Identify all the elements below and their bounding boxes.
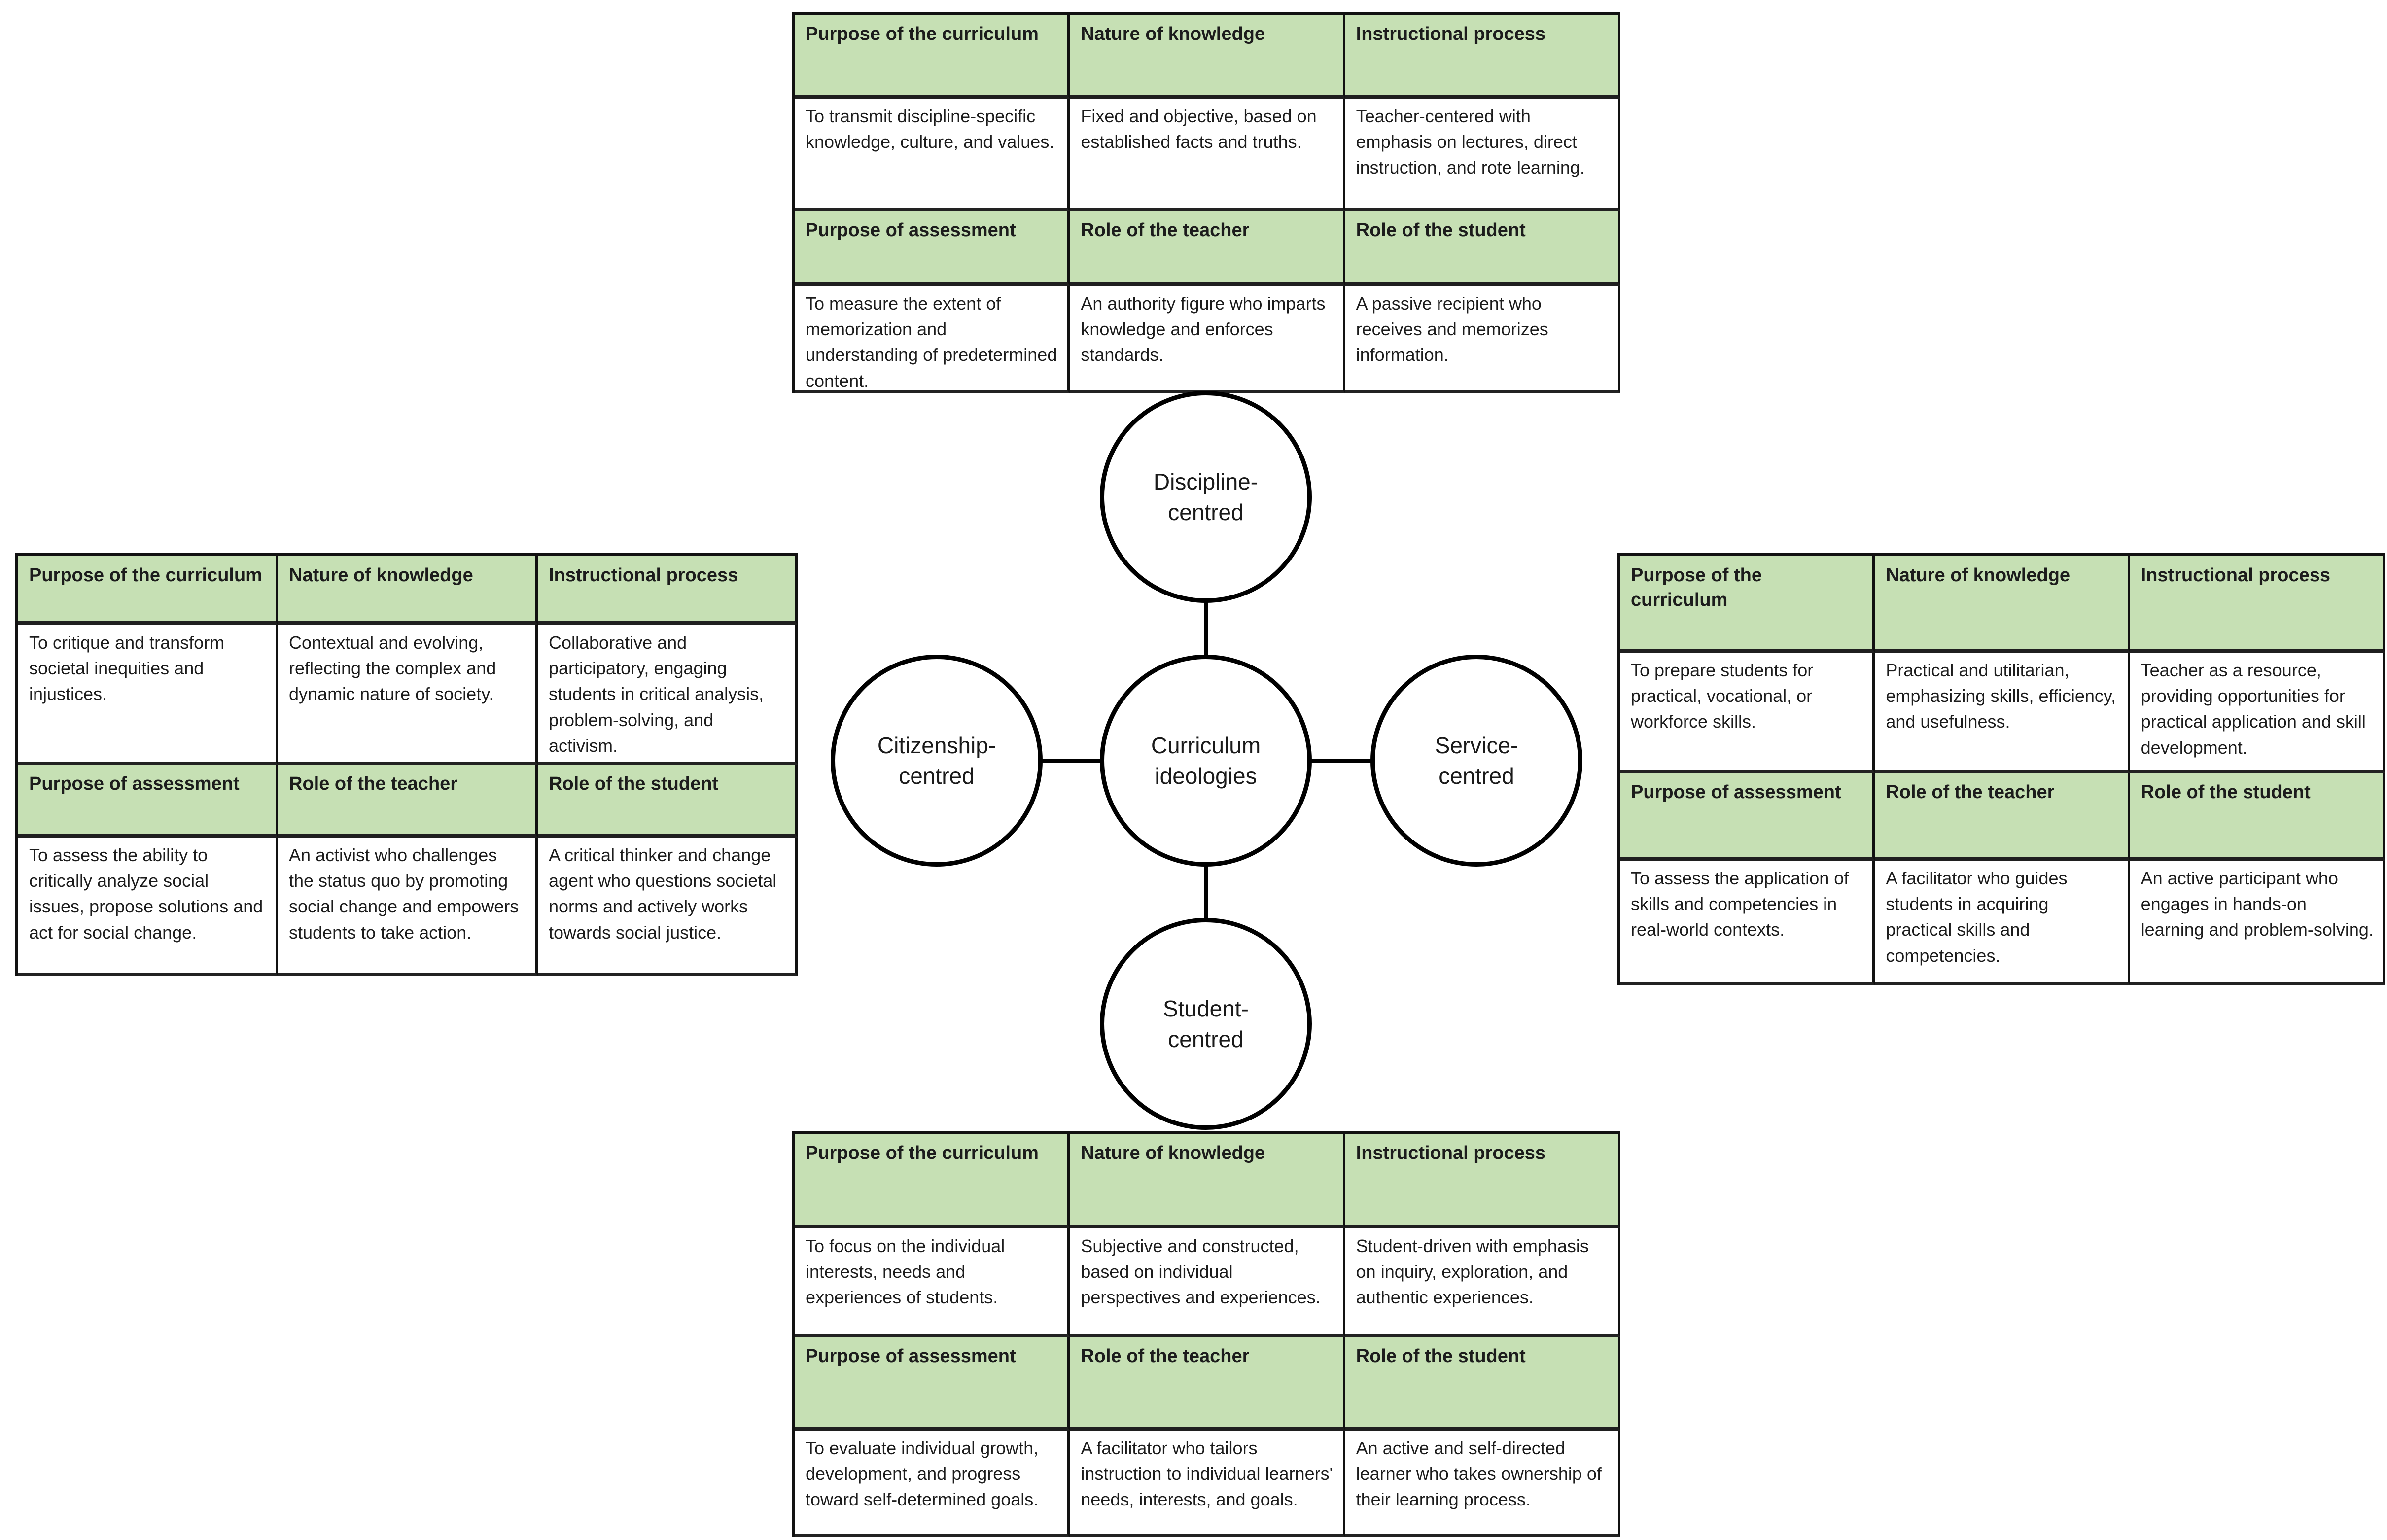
header-role-of-teacher: Role of the teacher (1875, 773, 2130, 861)
cell-student-instructional-process: Student-driven with emphasis on inquiry,… (1345, 1228, 1620, 1337)
table-service: Purpose of the curriculum Nature of know… (1617, 553, 2385, 985)
cell-service-purpose-curriculum: To prepare students for practical, vocat… (1620, 653, 1875, 773)
node-label: Student-centred (1163, 995, 1249, 1052)
table-discipline: Purpose of the curriculum Nature of know… (792, 12, 1620, 393)
node-label: Curriculum ideologies (1151, 732, 1261, 789)
cell-citizenship-instructional-process: Collaborative and participatory, engagin… (538, 625, 798, 765)
header-role-of-teacher: Role of the teacher (1070, 1337, 1345, 1431)
cell-service-role-student: An active participant who engages in han… (2130, 861, 2385, 985)
cell-student-nature-knowledge: Subjective and constructed, based on ind… (1070, 1228, 1345, 1337)
node-label: Citizenship-centred (877, 732, 996, 789)
header-role-of-student: Role of the student (538, 765, 798, 838)
cell-discipline-nature-knowledge: Fixed and objective, based on establishe… (1070, 99, 1345, 211)
node-service-centred: Service-centred (1370, 655, 1582, 867)
cell-service-purpose-assessment: To assess the application of skills and … (1620, 861, 1875, 985)
cell-student-purpose-assessment: To evaluate individual growth, developme… (795, 1431, 1070, 1537)
header-nature-of-knowledge: Nature of knowledge (1070, 1134, 1345, 1228)
cell-citizenship-purpose-assessment: To assess the ability to critically anal… (18, 838, 278, 976)
header-role-of-teacher: Role of the teacher (1070, 211, 1345, 286)
cell-citizenship-purpose-curriculum: To critique and transform societal inequ… (18, 625, 278, 765)
header-purpose-of-curriculum: Purpose of the curriculum (795, 15, 1070, 99)
header-nature-of-knowledge: Nature of knowledge (1875, 556, 2130, 653)
header-instructional-process: Instructional process (1345, 15, 1620, 99)
node-curriculum-ideologies: Curriculum ideologies (1100, 655, 1312, 867)
cell-discipline-purpose-curriculum: To transmit discipline-specific knowledg… (795, 99, 1070, 211)
cell-service-role-teacher: A facilitator who guides students in acq… (1875, 861, 2130, 985)
table-citizenship: Purpose of the curriculum Nature of know… (15, 553, 798, 976)
cell-discipline-instructional-process: Teacher-centered with emphasis on lectur… (1345, 99, 1620, 211)
cell-discipline-role-student: A passive recipient who receives and mem… (1345, 286, 1620, 393)
node-label: Service-centred (1435, 732, 1518, 789)
cell-student-purpose-curriculum: To focus on the individual interests, ne… (795, 1228, 1070, 1337)
header-purpose-of-assessment: Purpose of assessment (795, 211, 1070, 286)
cell-citizenship-role-student: A critical thinker and change agent who … (538, 838, 798, 976)
connector-right (1311, 759, 1372, 763)
cell-citizenship-nature-knowledge: Contextual and evolving, reflecting the … (278, 625, 538, 765)
header-purpose-of-assessment: Purpose of assessment (795, 1337, 1070, 1431)
table-student: Purpose of the curriculum Nature of know… (792, 1131, 1620, 1537)
header-role-of-student: Role of the student (1345, 1337, 1620, 1431)
header-role-of-teacher: Role of the teacher (278, 765, 538, 838)
header-nature-of-knowledge: Nature of knowledge (278, 556, 538, 625)
cell-discipline-purpose-assessment: To measure the extent of memorization an… (795, 286, 1070, 393)
header-role-of-student: Role of the student (1345, 211, 1620, 286)
header-purpose-of-curriculum: Purpose of the curriculum (18, 556, 278, 625)
header-purpose-of-assessment: Purpose of assessment (18, 765, 278, 838)
node-student-centred: Student-centred (1100, 918, 1312, 1130)
cell-student-role-teacher: A facilitator who tailors instruction to… (1070, 1431, 1345, 1537)
header-instructional-process: Instructional process (538, 556, 798, 625)
header-instructional-process: Instructional process (2130, 556, 2385, 653)
cell-service-instructional-process: Teacher as a resource, providing opportu… (2130, 653, 2385, 773)
header-instructional-process: Instructional process (1345, 1134, 1620, 1228)
cell-student-role-student: An active and self-directed learner who … (1345, 1431, 1620, 1537)
node-citizenship-centred: Citizenship-centred (831, 655, 1043, 867)
header-purpose-of-curriculum: Purpose of the curriculum (1620, 556, 1875, 653)
cell-service-nature-knowledge: Practical and utilitarian, emphasizing s… (1875, 653, 2130, 773)
cell-citizenship-role-teacher: An activist who challenges the status qu… (278, 838, 538, 976)
connector-top (1204, 602, 1208, 656)
header-purpose-of-assessment: Purpose of assessment (1620, 773, 1875, 861)
node-discipline-centred: Discipline-centred (1100, 391, 1312, 603)
cell-discipline-role-teacher: An authority figure who imparts knowledg… (1070, 286, 1345, 393)
node-label: Discipline-centred (1153, 468, 1259, 525)
connector-left (1041, 759, 1101, 763)
header-purpose-of-curriculum: Purpose of the curriculum (795, 1134, 1070, 1228)
header-nature-of-knowledge: Nature of knowledge (1070, 15, 1345, 99)
connector-bottom (1204, 866, 1208, 919)
header-role-of-student: Role of the student (2130, 773, 2385, 861)
